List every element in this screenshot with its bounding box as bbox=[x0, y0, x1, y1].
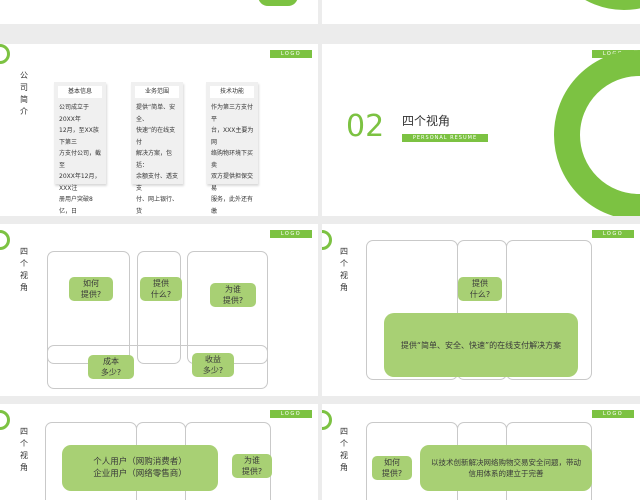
green-arc-decoration bbox=[0, 410, 10, 430]
logo-badge: LOGO bbox=[592, 410, 634, 418]
how-detail: 以技术创新解决网络购物交易安全问题，带动 信用体系的建立于完善 bbox=[420, 445, 592, 491]
how-label: 如何 提供? bbox=[372, 456, 412, 480]
slide-four-perspectives[interactable]: LOGO 四个视角 如何 提供? 提供 什么? 为谁 提供? 成本 多少? 收益… bbox=[0, 224, 318, 396]
slide-title: 四个视角 bbox=[340, 247, 348, 292]
slide-perspective-what[interactable]: LOGO 四个视角 提供 什么? 提供“简单、安全、快速”的在线支付解决方案 bbox=[322, 224, 640, 396]
slide-title: 四个视角 bbox=[20, 427, 28, 472]
green-arc-decoration bbox=[554, 50, 640, 216]
logo-badge: LOGO bbox=[270, 410, 312, 418]
card-header: 业务范围 bbox=[135, 86, 179, 98]
slide-perspective-how[interactable]: LOGO 四个视角 如何 提供? 以技术创新解决网络购物交易安全问题，带动 信用… bbox=[322, 404, 640, 500]
info-card: 基本信息 公司成立于20XX年 12月，至XX族下第三 方支付公司，截至 20X… bbox=[54, 82, 106, 215]
how-label: 如何 提供? bbox=[69, 277, 113, 301]
what-label: 提供 什么? bbox=[140, 277, 182, 301]
who-detail: 个人用户（网购消费者） 企业用户（网络零售商） bbox=[62, 445, 218, 491]
what-label: 提供 什么? bbox=[458, 277, 502, 301]
slide-partial-top-right[interactable] bbox=[322, 0, 640, 24]
slide-perspective-who[interactable]: LOGO 四个视角 个人用户（网购消费者） 企业用户（网络零售商） 为谁 提供? bbox=[0, 404, 318, 500]
card-body: 作为第三方支付平 台，XXX主要为网 络购物环境下买卖 双方提供担保交易 服务，… bbox=[211, 104, 254, 215]
green-arc-decoration bbox=[0, 44, 10, 64]
section-title: 四个视角 bbox=[402, 114, 451, 128]
slide-company-intro[interactable]: LOGO 公司简介 基本信息 公司成立于20XX年 12月，至XX族下第三 方支… bbox=[0, 44, 318, 216]
info-card: 业务范围 提供“简单、安全、 快速”的在线支付 解决方案，包括： 余额支付、透支… bbox=[131, 82, 183, 215]
frame-who bbox=[506, 240, 592, 380]
logo-badge: LOGO bbox=[270, 50, 312, 58]
green-arc-decoration bbox=[322, 230, 332, 250]
logo-badge: LOGO bbox=[592, 230, 634, 238]
slide-title: 四个视角 bbox=[20, 247, 28, 292]
section-number: 02 bbox=[346, 109, 385, 144]
green-arc-decoration bbox=[322, 410, 332, 430]
card-header: 基本信息 bbox=[58, 86, 102, 98]
accent-bar bbox=[258, 0, 298, 6]
green-arc-decoration bbox=[0, 230, 10, 250]
card-body: 公司成立于20XX年 12月，至XX族下第三 方支付公司，截至 20XX年12月… bbox=[59, 104, 102, 215]
section-subtitle: PERSONAL RESUME bbox=[402, 134, 488, 142]
frame-bottom bbox=[47, 345, 268, 389]
slide-partial-top-left[interactable] bbox=[0, 0, 318, 24]
revenue-label: 收益 多少? bbox=[192, 353, 234, 377]
what-detail: 提供“简单、安全、快速”的在线支付解决方案 bbox=[384, 313, 578, 377]
card-body: 提供“简单、安全、 快速”的在线支付 解决方案，包括： 余额支付、透支支 付、网… bbox=[136, 104, 179, 215]
who-label: 为谁 提供? bbox=[210, 283, 256, 307]
logo-badge: LOGO bbox=[270, 230, 312, 238]
slide-section-title[interactable]: LOGO 02 四个视角 PERSONAL RESUME bbox=[322, 44, 640, 216]
frame-what bbox=[137, 251, 181, 364]
info-card: 技术功能 作为第三方支付平 台，XXX主要为网 络购物环境下买卖 双方提供担保交… bbox=[206, 82, 258, 215]
slide-title: 公司简介 bbox=[20, 71, 28, 116]
green-arc-decoration bbox=[544, 0, 640, 10]
who-label: 为谁 提供? bbox=[232, 454, 272, 478]
card-header: 技术功能 bbox=[210, 86, 254, 98]
slide-title: 四个视角 bbox=[340, 427, 348, 472]
cost-label: 成本 多少? bbox=[88, 355, 134, 379]
